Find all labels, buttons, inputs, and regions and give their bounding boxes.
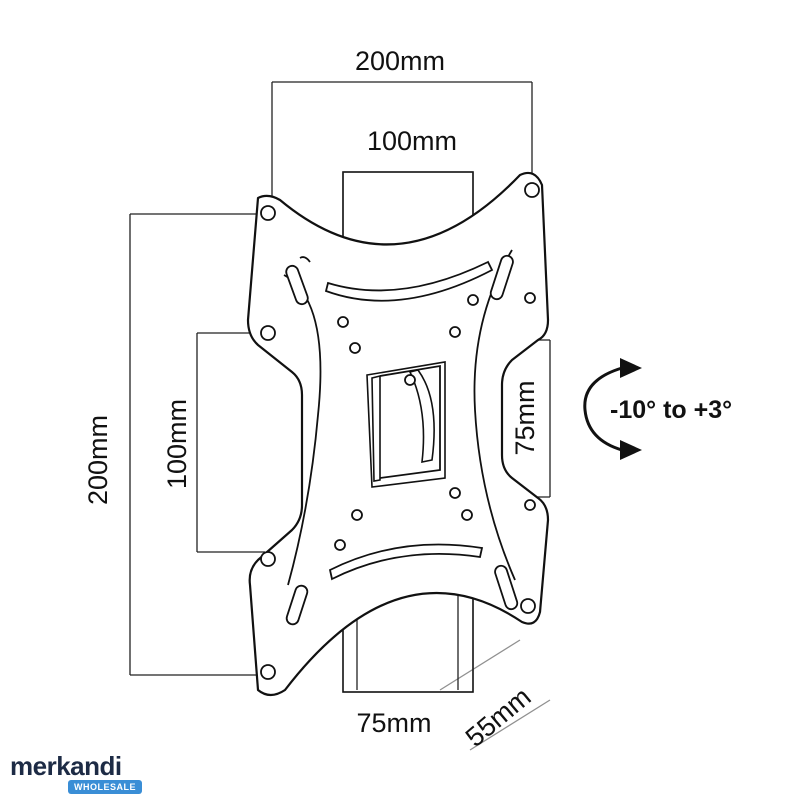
rotation-arrow-icon bbox=[583, 358, 642, 460]
label-bottom-spacing: 75mm bbox=[356, 708, 431, 738]
tilt-bracket bbox=[366, 361, 446, 488]
mounting-holes bbox=[260, 182, 540, 680]
merkandi-logo: merkandi WHOLESALE bbox=[6, 752, 146, 796]
label-inner-height: 100mm bbox=[162, 399, 192, 489]
logo-name: merkandi bbox=[10, 751, 122, 781]
label-inner-width: 100mm bbox=[367, 126, 457, 156]
label-right-spacing: 75mm bbox=[510, 380, 540, 455]
logo-tagline: WHOLESALE bbox=[68, 780, 142, 794]
mounting-slots bbox=[285, 254, 519, 626]
label-top-width: 200mm bbox=[355, 46, 445, 76]
label-left-height: 200mm bbox=[83, 415, 113, 505]
label-tilt-range: -10° to +3° bbox=[610, 396, 732, 424]
